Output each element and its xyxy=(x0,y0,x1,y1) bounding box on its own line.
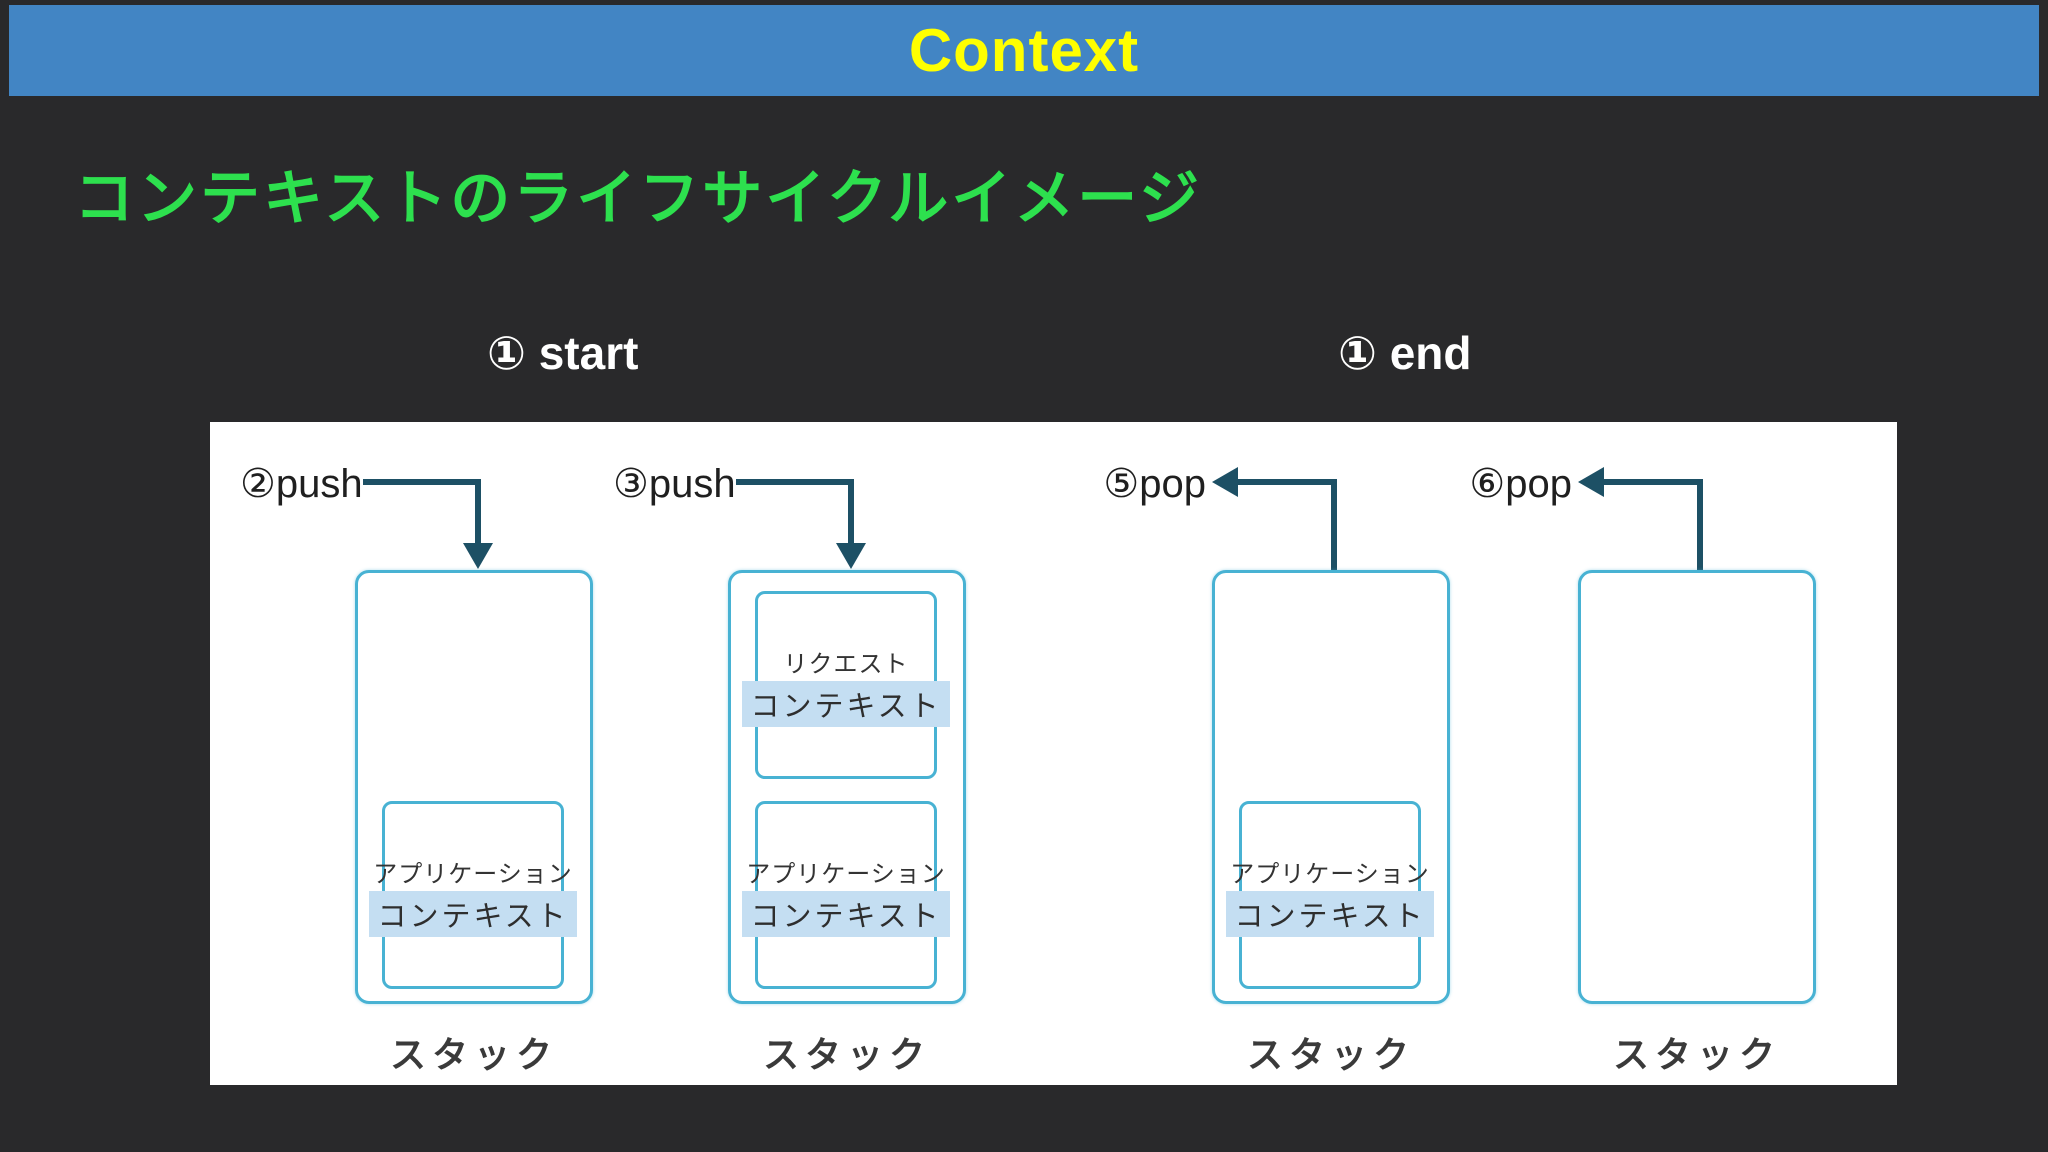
arrow-line xyxy=(1331,479,1337,570)
arrow-line xyxy=(848,479,854,543)
diagram-panel: ②push アプリケーション コンテキスト スタック ③push リクエスト コ… xyxy=(210,422,1897,1085)
arrow-down-icon xyxy=(463,543,493,569)
stack-box: アプリケーション コンテキスト xyxy=(1212,570,1450,1004)
stack-box: リクエスト コンテキスト アプリケーション コンテキスト xyxy=(728,570,966,1004)
context-label-line1: アプリケーション xyxy=(746,860,946,888)
arrow-down-icon xyxy=(836,543,866,569)
stack-box-empty xyxy=(1578,570,1816,1004)
application-context-box: アプリケーション コンテキスト xyxy=(742,801,950,989)
context-label-line2: コンテキスト xyxy=(1226,890,1434,937)
action-label-push-2: ②push xyxy=(240,462,363,506)
action-label-pop-5: ⑤pop xyxy=(1103,462,1206,506)
arrow-line xyxy=(1236,479,1334,485)
application-context-box: アプリケーション コンテキスト xyxy=(1226,801,1434,989)
stack-box: アプリケーション コンテキスト xyxy=(355,570,593,1004)
stack-caption: スタック xyxy=(389,1034,558,1075)
context-label-line2: コンテキスト xyxy=(742,890,950,937)
stack-caption: スタック xyxy=(1612,1034,1781,1075)
arrow-line xyxy=(363,479,478,485)
application-context-box: アプリケーション コンテキスト xyxy=(369,801,577,989)
request-context-box: リクエスト コンテキスト xyxy=(742,591,950,779)
action-label-push-3: ③push xyxy=(613,462,736,506)
phase-label-start: ① start xyxy=(487,327,639,379)
context-label-line1: アプリケーション xyxy=(373,860,573,888)
arrow-left-icon xyxy=(1578,467,1604,497)
page-title: Context xyxy=(908,17,1140,84)
context-label-line1: リクエスト xyxy=(783,650,909,678)
subtitle-lifecycle: コンテキストのライフサイクルイメージ xyxy=(74,165,1202,232)
arrow-line xyxy=(736,479,851,485)
arrow-line xyxy=(1697,479,1703,570)
phase-label-end: ① end xyxy=(1338,327,1472,379)
arrow-left-icon xyxy=(1212,467,1238,497)
action-label-pop-6: ⑥pop xyxy=(1469,462,1572,506)
context-label-line1: アプリケーション xyxy=(1230,860,1430,888)
stack-caption: スタック xyxy=(1246,1034,1415,1075)
stack-caption: スタック xyxy=(762,1034,931,1075)
context-label-line2: コンテキスト xyxy=(742,680,950,727)
context-label-line2: コンテキスト xyxy=(369,890,577,937)
arrow-line xyxy=(475,479,481,543)
arrow-line xyxy=(1602,479,1700,485)
header-bar: Context xyxy=(9,5,2039,96)
